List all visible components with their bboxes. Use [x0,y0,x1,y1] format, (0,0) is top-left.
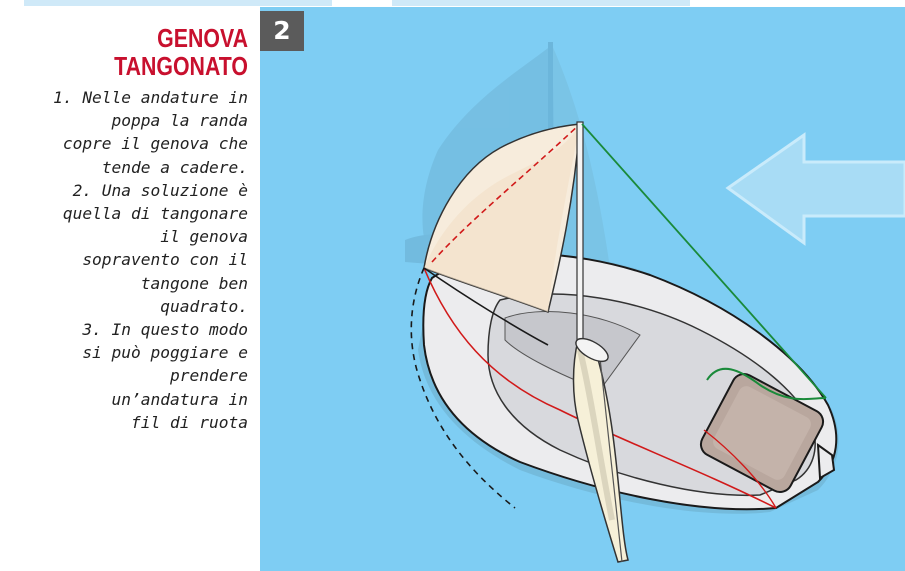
top-strip-gap [332,0,392,6]
caption-text: 1. Nelle andature in poppa la randa copr… [20,86,248,434]
sailing-illustration [260,7,905,571]
caption-title: GENOVA TANGONATO [61,24,248,80]
mast [577,122,583,352]
figure-number-badge: 2 [260,11,304,51]
caption-column: GENOVA TANGONATO 1. Nelle andature in po… [20,24,248,434]
